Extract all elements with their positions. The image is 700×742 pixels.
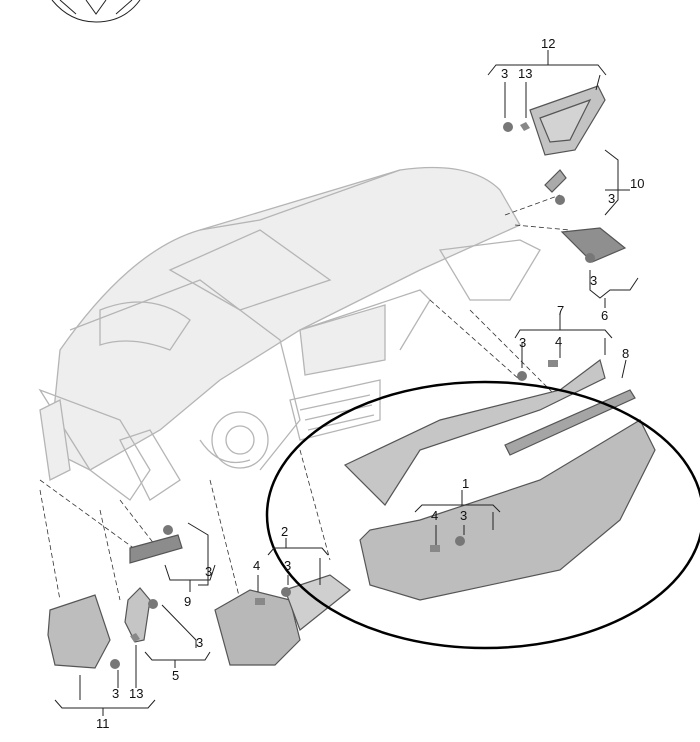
screw-3-bottom [281,587,291,597]
screw-3-middle [517,371,527,381]
screw-3-top [503,122,513,132]
nut-4-middle [548,360,558,367]
callout-9: 9 [184,594,191,609]
callout-3-lower: 3 [460,508,467,523]
screw-3-lower [455,536,465,546]
callout-6: 6 [601,308,608,323]
dashboard-outline [38,166,541,501]
callout-13-top: 13 [518,66,532,81]
trim-parts [47,85,656,669]
callout-12: 12 [541,36,555,51]
callout-3-far-left: 3 [112,686,119,701]
callout-11: 11 [96,716,110,731]
callout-8: 8 [622,346,629,361]
screw-3-left-lower [148,599,158,609]
callout-2: 2 [281,524,288,539]
callout-3-top: 3 [501,66,508,81]
nut-4-lower [430,545,440,552]
callout-4-lower: 4 [431,508,438,523]
fasteners [110,122,595,669]
callout-1: 1 [462,476,469,491]
callout-13-left: 13 [129,686,143,701]
leader-lines [54,50,639,716]
callout-3-right: 3 [608,191,615,206]
assembly-guide-lines [39,194,571,601]
screw-3-left [163,525,173,535]
screw-3-right-lower [585,253,595,263]
callout-3-left: 3 [205,564,212,579]
callout-7: 7 [557,303,564,318]
nut-4-bottom [255,598,265,605]
screw-3-right [555,195,565,205]
callout-4-middle: 4 [555,334,562,349]
callout-labels: 1 2 3 3 3 3 3 3 3 3 3 3 4 4 4 5 6 7 8 9 … [96,36,644,731]
callout-4-bottom: 4 [253,558,260,573]
manufacturer-logo-fragment [51,0,141,23]
callout-3-bottom: 3 [284,558,291,573]
screw-3-far-left [110,659,120,669]
callout-5: 5 [172,668,179,683]
callout-3-right-lower: 3 [590,273,597,288]
highlight-ellipse [265,380,700,650]
clip-13-left [130,633,140,642]
callout-3-middle: 3 [519,335,526,350]
callout-3-left-lower: 3 [196,635,203,650]
clip-13-top [520,122,530,131]
callout-10: 10 [630,176,644,191]
